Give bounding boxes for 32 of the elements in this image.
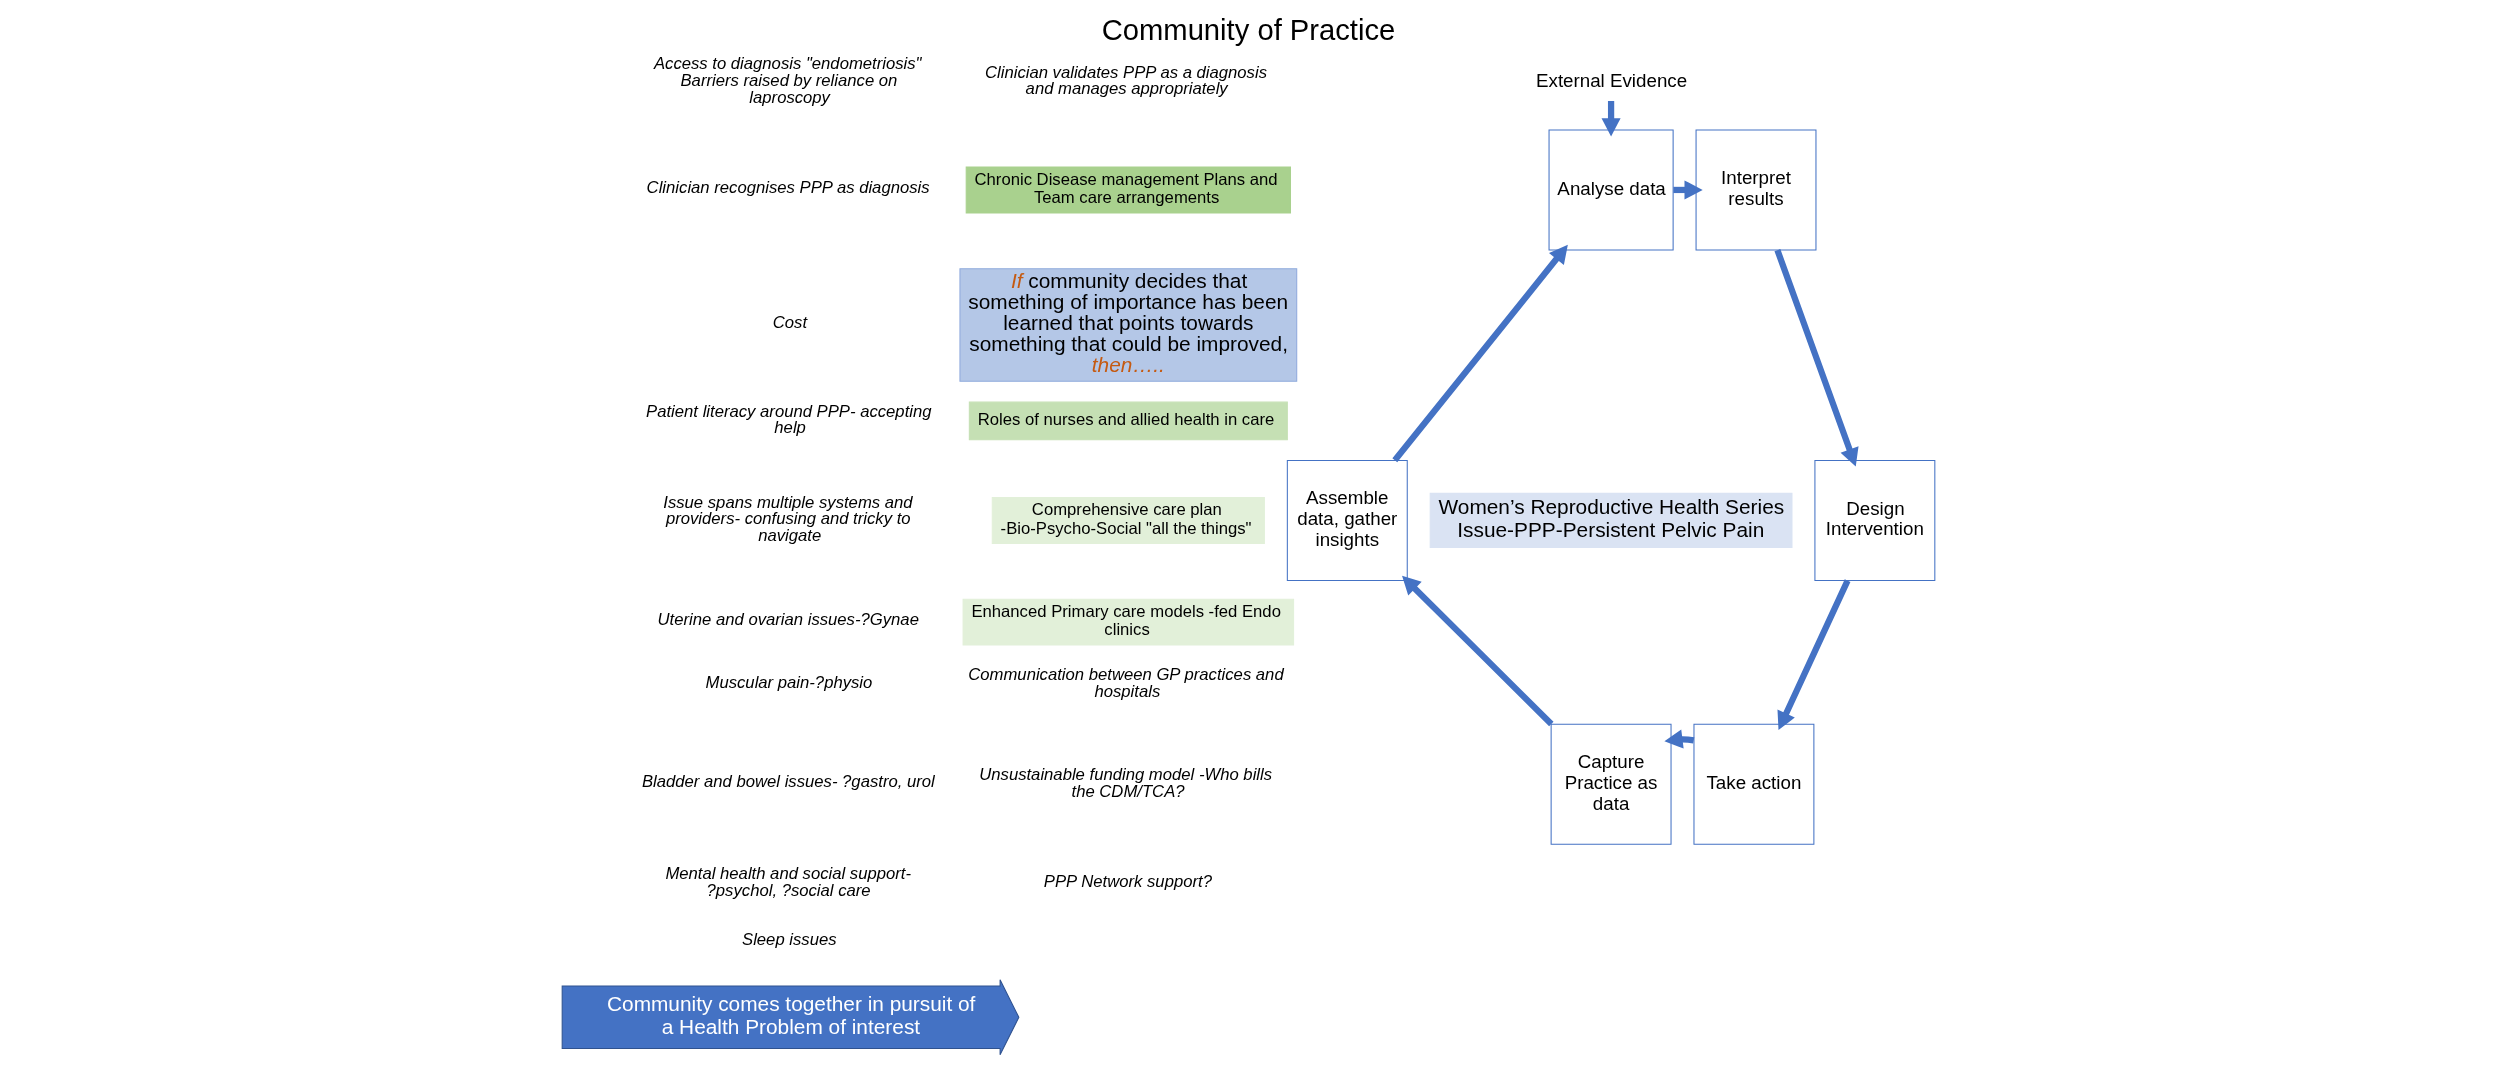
- node-box: Capture Practice as data: [1550, 723, 1672, 845]
- arrow: [1773, 249, 1859, 467]
- arrow: [1776, 579, 1850, 731]
- label: Clinician recognises PPP as diagnosis: [646, 177, 930, 197]
- arrow: [1391, 244, 1568, 463]
- node-box: If community decides that something of importance has been learned that points towards something that could be improved, then…..: [958, 268, 1297, 382]
- label: Unsustainable funding model -Who bills the CDM/TCA?: [978, 764, 1272, 801]
- label: Cost: [772, 312, 807, 332]
- arrow: [1401, 575, 1554, 727]
- label: PPP Network support?: [1043, 871, 1212, 891]
- label: Communication between GP practices and hospitals: [967, 665, 1284, 701]
- label: Mental health and social support- ?psychol, ?social care: [664, 864, 911, 901]
- label: Uterine and ovarian issues-?Gynae: [657, 610, 919, 630]
- node-text: External Evidence: [1535, 69, 1687, 91]
- label: Access to diagnosis "endometriosis" Barriers raised by reliance on laproscopy: [653, 54, 922, 107]
- label: Patient literacy around PPP- accepting help: [645, 401, 932, 438]
- node-box: Design Intervention: [1813, 460, 1935, 581]
- node-box: Chronic Disease management Plans and Team care arrangements: [965, 166, 1291, 214]
- label: Muscular pain-?physio: [705, 672, 872, 692]
- node-box: Assemble data, gather insights: [1286, 460, 1408, 581]
- node-box: Interpret results: [1695, 129, 1816, 251]
- node-box: Take action: [1692, 723, 1814, 845]
- label: Bladder and bowel issues- ?gastro, urol: [641, 772, 935, 792]
- node-box: Enhanced Primary care models -fed Endo clinics: [962, 598, 1294, 646]
- label: Sleep issues: [741, 930, 837, 950]
- node-box: Women’s Reproductive Health Series Issue-PPP-Persistent Pelvic Pain: [1429, 492, 1792, 549]
- label: Clinician validates PPP as a diagnosis and manages appropriately: [984, 62, 1267, 99]
- node-box: Comprehensive care plan -Bio-Psycho-Social "all the things": [991, 497, 1265, 544]
- node-box: Roles of nurses and allied health in care: [968, 401, 1288, 441]
- label: Issue spans multiple systems and providers- confusing and tricky to navigate: [662, 492, 913, 546]
- node-box: Analyse data: [1548, 129, 1674, 251]
- diagram-title: Community of Practice: [1101, 13, 1395, 46]
